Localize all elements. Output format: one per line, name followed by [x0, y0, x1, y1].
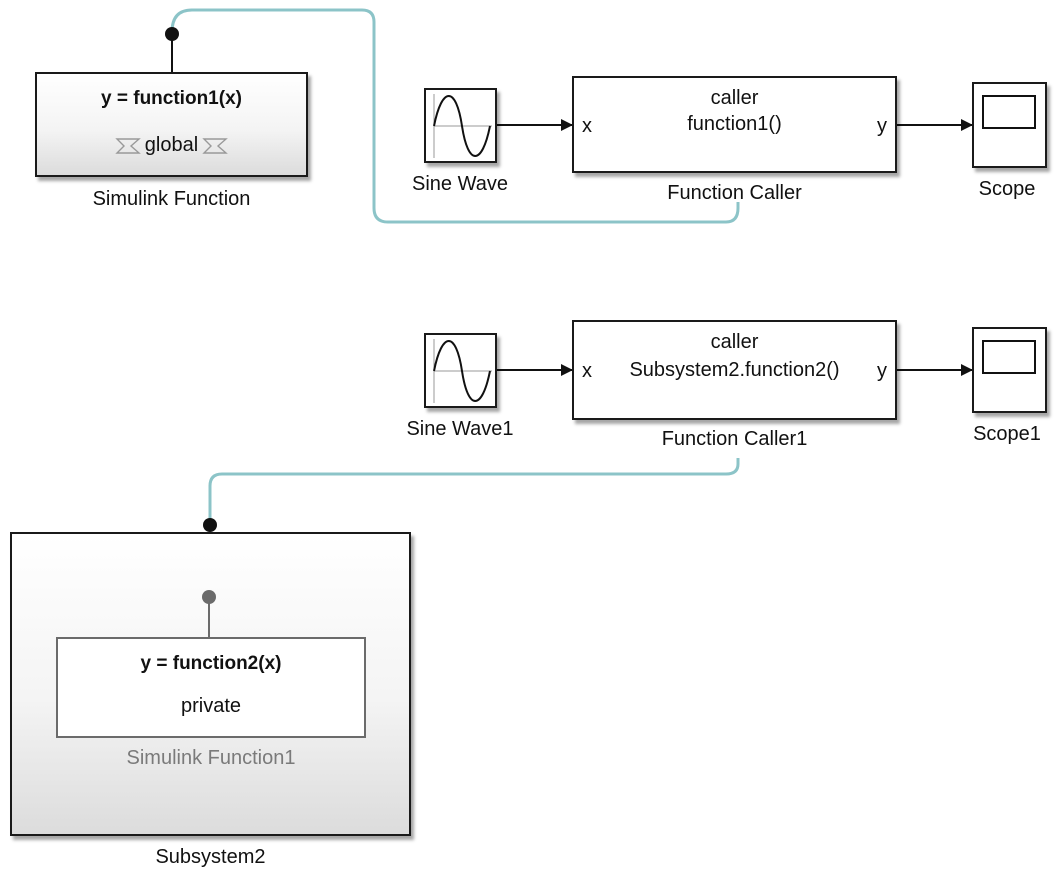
sine-wave-icon [433, 339, 492, 403]
subsystem2-block[interactable]: y = function2(x) private Simulink Functi… [10, 532, 411, 836]
sine-wave1-block[interactable] [424, 333, 497, 408]
simulink-function-name: Simulink Function [92, 188, 251, 210]
scope-icon [982, 340, 1036, 374]
function2-signature: y = function2(x) [140, 653, 282, 674]
scope-block[interactable] [972, 82, 1047, 168]
simulink-function-block[interactable]: y = function1(x) global [35, 72, 308, 177]
function-link-line [170, 8, 740, 224]
inner-trigger-port-stem [208, 603, 210, 637]
function-caller1-block[interactable]: caller Subsystem2.function2() x y [572, 320, 897, 420]
port-chevron-right-icon [202, 138, 229, 154]
scope-name: Scope [978, 178, 1036, 200]
sine-wave-block[interactable] [424, 88, 497, 163]
function-caller-block[interactable]: caller function1() x y [572, 76, 897, 173]
output-port-y: y [877, 360, 887, 382]
function-signature: y = function1(x) [101, 88, 242, 109]
sine-wave1-name: Sine Wave1 [406, 418, 514, 440]
subsystem2-name: Subsystem2 [155, 846, 266, 868]
simulink-function1-name: Simulink Function1 [126, 747, 296, 769]
visibility-text: global [144, 134, 199, 156]
inner-trigger-port-dot [202, 590, 216, 604]
caller1-line2: Subsystem2.function2() [629, 359, 840, 381]
scope1-name: Scope1 [973, 423, 1041, 445]
output-port-y: y [877, 115, 887, 137]
caller-line2: function1() [687, 113, 782, 135]
input-port-x: x [582, 360, 592, 382]
input-port-x: x [582, 115, 592, 137]
scope1-block[interactable] [972, 327, 1047, 413]
visibility-label: global [37, 134, 306, 157]
trigger-port-stem [171, 40, 173, 72]
subsystem2-trigger-port-dot[interactable] [203, 518, 217, 532]
sine-wave-name: Sine Wave [412, 173, 508, 195]
trigger-port-dot[interactable] [165, 27, 179, 41]
function-caller1-name: Function Caller1 [661, 428, 808, 450]
simulink-function1-block[interactable]: y = function2(x) private [56, 637, 366, 738]
function-link-line-2 [208, 458, 740, 520]
caller-line1: caller [710, 87, 759, 109]
sine-wave-icon [433, 94, 492, 158]
scope-icon [982, 95, 1036, 129]
caller1-line1: caller [710, 331, 759, 353]
function2-visibility: private [180, 695, 242, 717]
function-caller-name: Function Caller [667, 182, 802, 204]
port-chevron-left-icon [115, 138, 141, 154]
